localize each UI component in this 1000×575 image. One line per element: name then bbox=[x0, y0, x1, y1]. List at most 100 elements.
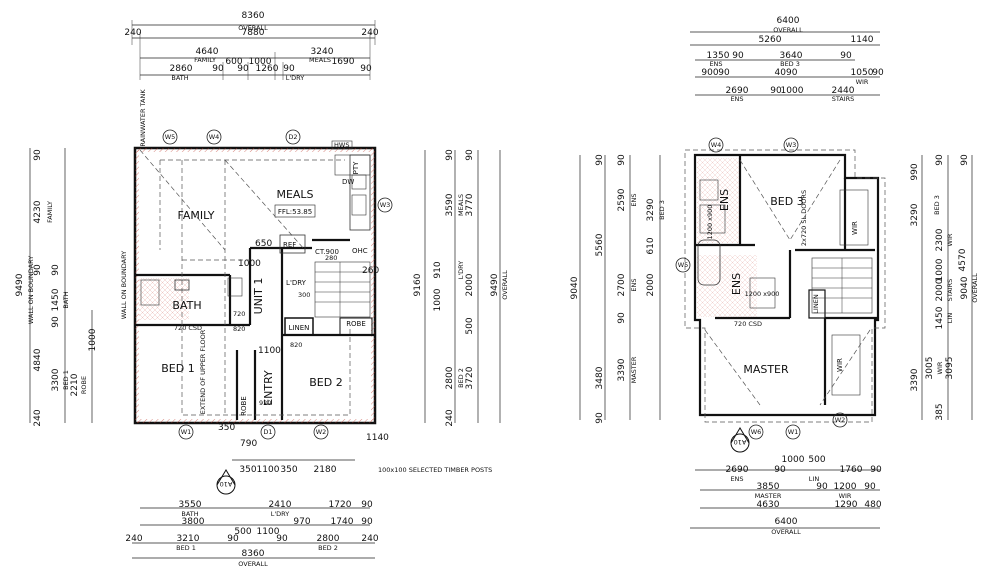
dim: 1720 bbox=[329, 500, 352, 510]
dim: 910 bbox=[433, 261, 443, 278]
room-meals: MEALS bbox=[276, 188, 313, 201]
dim: 90 bbox=[51, 264, 61, 276]
fridge-label: REF bbox=[283, 241, 296, 249]
dim: 2690 bbox=[726, 465, 749, 475]
dim: 610 bbox=[646, 237, 656, 254]
dim: 90 bbox=[361, 517, 373, 527]
dim: 1050 bbox=[851, 68, 874, 78]
section-marker-label: A10 bbox=[220, 480, 233, 488]
dim-label: WIR bbox=[856, 78, 869, 86]
dim: 1000 bbox=[781, 86, 804, 96]
dim-label: ROBE bbox=[80, 376, 88, 394]
dim: 90 bbox=[212, 64, 224, 74]
upper-section-marker: A10 bbox=[730, 427, 750, 453]
dim: 8360 bbox=[242, 549, 265, 559]
room-bed2: BED 2 bbox=[309, 376, 342, 389]
dim: 240 bbox=[445, 409, 455, 426]
dim-label: MEALS bbox=[309, 56, 331, 64]
upper-top-dimensions: 6400 OVERALL 5260 1140 1350 90 3640 90 E… bbox=[690, 16, 884, 103]
dim: 1000 bbox=[88, 328, 98, 351]
dim: 1690 bbox=[332, 57, 355, 67]
dim: 1350 bbox=[707, 51, 730, 61]
section-marker-label: A10 bbox=[734, 438, 747, 446]
room-linen: LINEN bbox=[812, 294, 820, 314]
window-tag: W5 bbox=[678, 261, 689, 269]
dim: 1000 bbox=[935, 258, 945, 281]
dim-label: L'DRY bbox=[271, 510, 290, 518]
kitchen: PTY DW REF CT.900 OHC HWS bbox=[279, 140, 371, 256]
window-tag: W3 bbox=[380, 201, 391, 209]
dim: 90 bbox=[33, 264, 43, 276]
dim: 1450 bbox=[51, 288, 61, 311]
room-bed3: BED 3 bbox=[770, 195, 803, 208]
dim-label: BED 3 bbox=[658, 200, 666, 220]
dim-label: WIR bbox=[946, 233, 954, 246]
ground-bathroom bbox=[139, 277, 243, 320]
upper-walls bbox=[684, 149, 886, 423]
dim: 3850 bbox=[757, 482, 780, 492]
dim: 2300 bbox=[935, 228, 945, 251]
dim: 500 bbox=[808, 455, 825, 465]
dim: 1140 bbox=[366, 433, 389, 443]
csd-label: 720 CSD bbox=[174, 324, 202, 332]
door-tag: D1 bbox=[263, 428, 272, 436]
dim: 90 bbox=[276, 534, 288, 544]
dim: 6400 bbox=[775, 517, 798, 527]
dim: 90 bbox=[935, 154, 945, 166]
dim: 240 bbox=[125, 534, 142, 544]
dim: 240 bbox=[124, 28, 141, 38]
dim: 90 bbox=[617, 154, 627, 166]
dim: 2440 bbox=[832, 86, 855, 96]
dim: 9040 bbox=[960, 276, 970, 299]
dim: 2000 bbox=[935, 278, 945, 301]
upper-right-dimensions: 990 3290 BED 3 2300 WIR 4570 1000 2000 S… bbox=[910, 154, 979, 421]
dim-label: FAMILY bbox=[194, 56, 216, 64]
shower-size: 1200 x900 bbox=[745, 290, 780, 298]
dim: 720 bbox=[233, 310, 245, 318]
window-tag: W1 bbox=[181, 428, 192, 436]
ground-left-dimensions: 9490 WALL ON BOUNDARY 4230 FAMILY 1450 B… bbox=[15, 148, 98, 427]
dim-label: BED 2 bbox=[457, 368, 465, 388]
dim: 1260 bbox=[256, 64, 279, 74]
dim: 1100 bbox=[258, 346, 281, 356]
dim: 1740 bbox=[331, 517, 354, 527]
window-tag: W2 bbox=[835, 416, 846, 424]
dim: 90 bbox=[237, 64, 249, 74]
dim: 790 bbox=[240, 439, 257, 449]
dim: 1450 bbox=[935, 306, 945, 329]
dim-label: BED 3 bbox=[933, 195, 941, 215]
dim: 820 bbox=[233, 325, 245, 333]
room-master: MASTER bbox=[743, 363, 789, 376]
upper-ensuites bbox=[697, 158, 869, 396]
dim: 3290 bbox=[646, 198, 656, 221]
dim: 900 bbox=[701, 68, 718, 78]
window-tag: W1 bbox=[788, 428, 799, 436]
window-tag: W2 bbox=[316, 428, 327, 436]
dim-label: ENS bbox=[730, 95, 743, 103]
room-laundry: L'DRY bbox=[286, 279, 307, 287]
dim-label: LIN bbox=[809, 475, 820, 483]
dim: 90 bbox=[774, 465, 786, 475]
dim: 90 bbox=[465, 149, 475, 161]
ground-right-dimensions: 9160 3590 MEALS 3770 9490 OVERALL 910 L'… bbox=[413, 149, 509, 427]
dim: 990 bbox=[910, 163, 920, 180]
dim: 4630 bbox=[757, 500, 780, 510]
csd-label: 720 CSD bbox=[734, 320, 762, 328]
room-ensuite-bed3: ENS bbox=[718, 189, 731, 211]
dim: 600 bbox=[225, 57, 242, 67]
ground-bottom-dimensions: 350 1100 350 2180 100x100 SELECTED TIMBE… bbox=[125, 459, 492, 568]
room-bath: BATH bbox=[172, 299, 201, 312]
dim: 90 bbox=[360, 64, 372, 74]
rainwater-tank-label: RAINWATER TANK bbox=[139, 89, 147, 147]
dim: 500 bbox=[465, 317, 475, 334]
dim: 280 bbox=[325, 254, 337, 262]
dim-label: LIN bbox=[946, 313, 954, 324]
dim: 4840 bbox=[33, 348, 43, 371]
dim: 3390 bbox=[617, 358, 627, 381]
dim-label: MASTER bbox=[630, 356, 638, 383]
dim: 3480 bbox=[595, 366, 605, 389]
ohc-label: OHC bbox=[352, 247, 368, 255]
upper-floor-plan: 6400 OVERALL 5260 1140 1350 90 3640 90 E… bbox=[570, 16, 979, 536]
dim-label: FAMILY bbox=[46, 201, 54, 223]
